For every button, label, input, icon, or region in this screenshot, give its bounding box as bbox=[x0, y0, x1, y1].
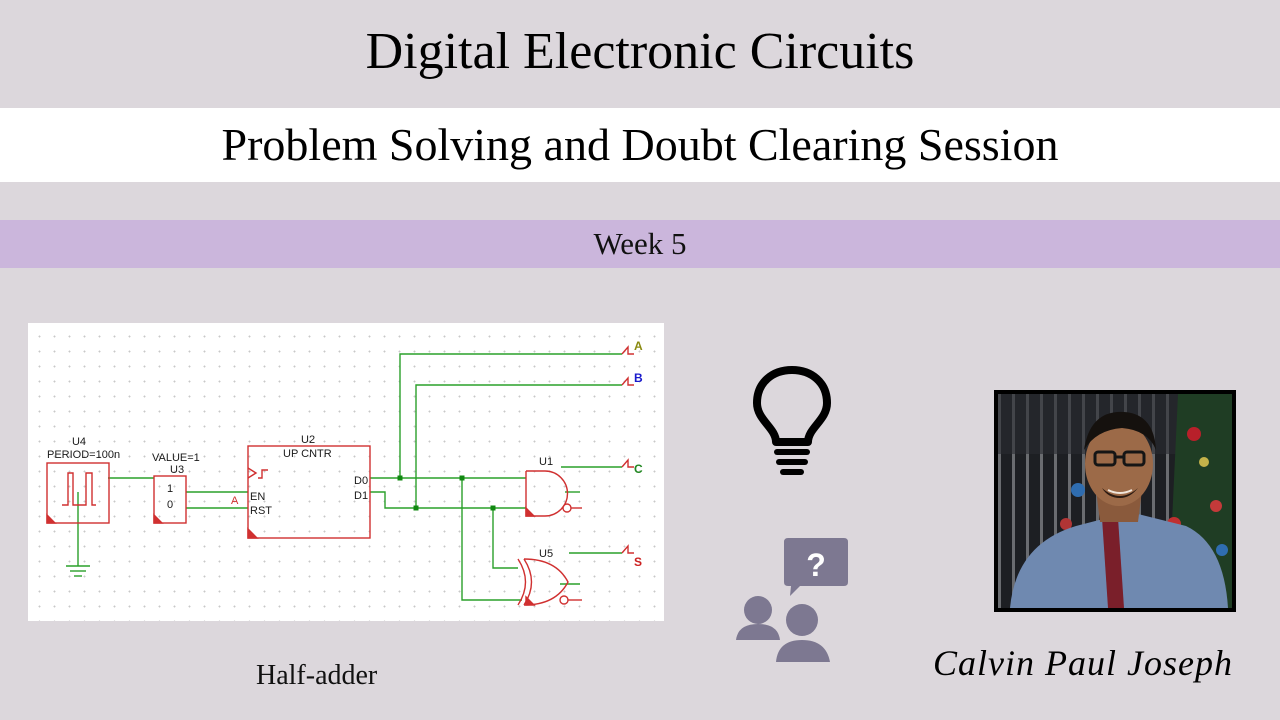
port-a-label: A bbox=[634, 339, 643, 353]
port-s-label: S bbox=[634, 555, 642, 569]
slide-title: Digital Electronic Circuits bbox=[365, 23, 915, 80]
u5-name: U5 bbox=[539, 548, 553, 560]
u2-pin-en: EN bbox=[250, 491, 265, 503]
presenter-name: Calvin Paul Joseph bbox=[933, 643, 1233, 683]
wire-junctions bbox=[397, 475, 496, 511]
slide-subtitle: Problem Solving and Doubt Clearing Sessi… bbox=[221, 119, 1059, 170]
week-band bbox=[0, 220, 1280, 268]
output-port-symbols bbox=[621, 345, 634, 554]
u2-pin-d0: D0 bbox=[354, 475, 368, 487]
constant-source-u3 bbox=[153, 475, 187, 524]
clock-source-u4 bbox=[46, 462, 110, 524]
u2-name: U2 bbox=[301, 434, 315, 446]
week-label: Week 5 bbox=[593, 226, 687, 261]
people-question-icon: ? bbox=[736, 538, 848, 662]
net-label-a: A bbox=[231, 495, 239, 507]
wires bbox=[77, 353, 622, 601]
schematic-caption: Half-adder bbox=[256, 660, 378, 691]
port-b-label: B bbox=[634, 371, 643, 385]
u1-name: U1 bbox=[539, 456, 553, 468]
svg-text:?: ? bbox=[806, 547, 826, 583]
u3-name: U3 bbox=[170, 464, 184, 476]
u3-param: VALUE=1 bbox=[152, 452, 200, 464]
u3-pin-1: 1 bbox=[167, 483, 173, 495]
lightbulb-icon bbox=[753, 366, 831, 475]
u2-pin-rst: RST bbox=[250, 505, 272, 517]
u3-pin-0: 0 bbox=[167, 499, 173, 511]
presenter-photo bbox=[994, 390, 1236, 612]
ground-symbol bbox=[66, 565, 90, 577]
circuit-schematic: U4 PERIOD=100n VALUE=1 U3 1 0 U2 UP CNTR… bbox=[28, 323, 664, 621]
u2-pin-d1: D1 bbox=[354, 490, 368, 502]
up-counter-u2 bbox=[247, 445, 371, 539]
and-gate-u1 bbox=[525, 470, 582, 517]
u4-param: PERIOD=100n bbox=[47, 449, 120, 461]
port-c-label: C bbox=[634, 462, 643, 476]
xnor-gate-u5 bbox=[517, 558, 582, 606]
u4-name: U4 bbox=[72, 436, 86, 448]
subtitle-band bbox=[0, 108, 1280, 182]
u2-type: UP CNTR bbox=[283, 448, 332, 460]
